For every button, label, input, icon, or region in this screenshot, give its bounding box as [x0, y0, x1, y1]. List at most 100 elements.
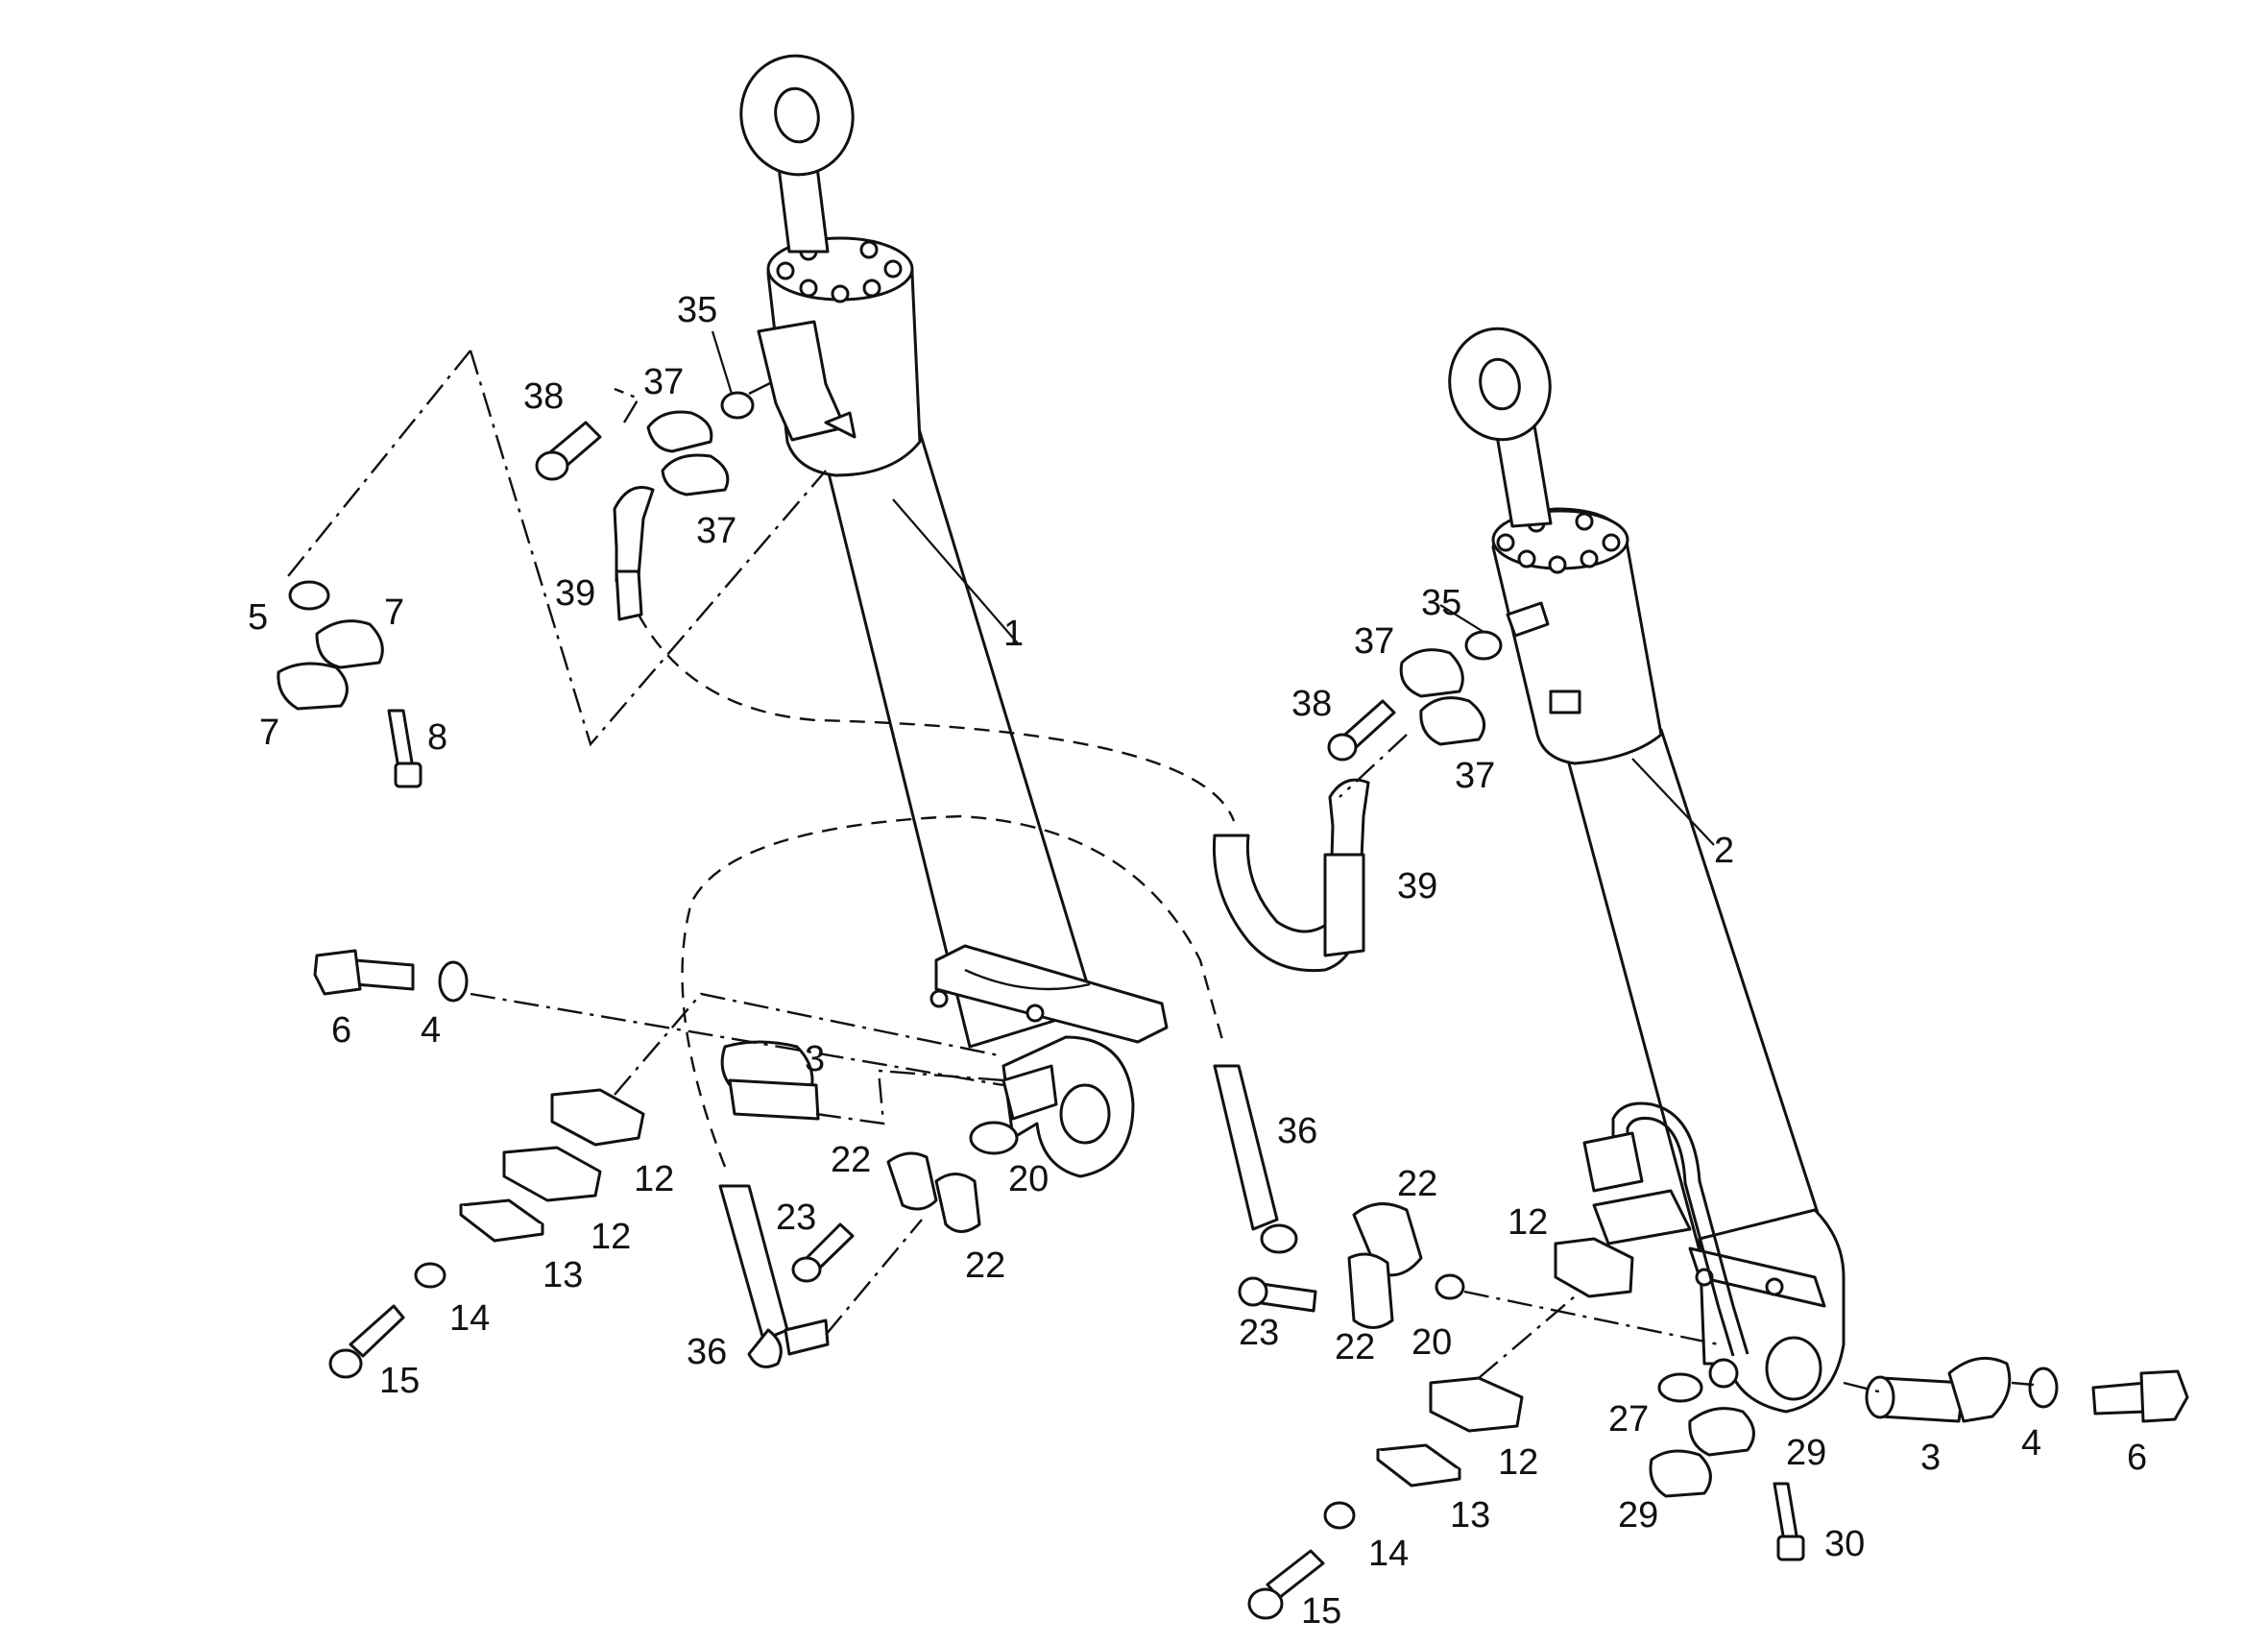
callout-22: 22 — [1335, 1327, 1375, 1367]
callout-35: 35 — [1421, 583, 1461, 623]
hose-36-right — [1213, 1064, 1279, 1231]
plate-13-right-edge — [1376, 1448, 1461, 1488]
flange-half-22-right-b — [1347, 1252, 1394, 1329]
dashdot-line-pin-left — [470, 992, 1004, 1087]
dashdot-line-3-left — [815, 1069, 1004, 1125]
cylinder-2-rigid-pipe — [1611, 1101, 1749, 1355]
bolt-30-head — [1776, 1535, 1805, 1561]
callout-37: 37 — [696, 511, 736, 551]
hose-36-left-nut — [784, 1318, 830, 1356]
pin-3-right-flange — [1947, 1356, 2012, 1423]
leader-1 — [892, 498, 1019, 644]
cylinder-2-pipe-flange — [1582, 1131, 1644, 1193]
cylinder-1-port-bracket — [824, 411, 857, 439]
block-12-right-b — [1429, 1376, 1524, 1433]
flange-half-7-lower — [277, 662, 349, 711]
callout-13: 13 — [1450, 1495, 1490, 1536]
callout-22: 22 — [965, 1246, 1005, 1286]
o-ring-35-left — [720, 391, 755, 420]
cylinder-2-bracket — [1688, 1246, 1826, 1308]
washer-14-left — [414, 1262, 446, 1289]
cylinder-1-clevis-bore — [1059, 1083, 1111, 1145]
callout-39: 39 — [1397, 866, 1437, 907]
cylinder-2-rod-eye-hole — [1479, 357, 1521, 411]
dashdot-line-38 — [614, 387, 640, 423]
dashdot-line-port-left — [469, 350, 827, 747]
washer-4-right — [2028, 1367, 2059, 1409]
callout-37: 37 — [643, 362, 684, 402]
flange-half-37-right-lower — [1419, 696, 1486, 746]
callout-38: 38 — [1291, 684, 1332, 724]
callout-30: 30 — [1824, 1524, 1865, 1564]
cylinder-1-rod-eye-hole — [774, 86, 820, 144]
callout-6: 6 — [331, 1010, 351, 1051]
flange-half-37-upper — [646, 410, 713, 453]
callout-29: 29 — [1618, 1495, 1658, 1536]
block-12-left-a — [550, 1088, 645, 1147]
pin-3-right-end — [1865, 1375, 1895, 1419]
cylinder-1-mounting-bracket — [934, 944, 1169, 1044]
dashdot-line-20-right — [1463, 1290, 1720, 1346]
leader-lines — [711, 330, 1715, 846]
o-ring-35-right — [1464, 630, 1503, 661]
cylinder-2-rigid-pipe-inner — [1626, 1117, 1735, 1357]
bolt-15-right-head — [1247, 1587, 1284, 1620]
hydraulic-cylinder-1 — [739, 54, 1169, 1178]
callout-labels: 1 2 35 38 37 37 39 5 7 7 8 35 37 38 37 3… — [248, 290, 2147, 1632]
cylinder-2-base-bore — [1765, 1336, 1822, 1401]
callout-1: 1 — [1003, 614, 1024, 654]
callout-12: 12 — [1498, 1442, 1538, 1483]
bolt-8-head — [394, 762, 422, 788]
block-12-right-a — [1554, 1237, 1634, 1298]
callout-14: 14 — [1368, 1534, 1409, 1574]
callout-27: 27 — [1608, 1399, 1649, 1439]
cylinder-1-collar — [964, 968, 1091, 991]
washer-4-left — [438, 960, 469, 1003]
flange-half-22-left-b — [934, 1173, 981, 1233]
dashdot-line-35 — [748, 377, 779, 396]
callout-7: 7 — [384, 593, 404, 633]
flange-half-7-upper — [315, 619, 384, 669]
callout-8: 8 — [427, 717, 447, 758]
bolt-23-right-head — [1238, 1276, 1268, 1307]
dashdot-line-12-right — [1478, 1295, 1576, 1379]
callout-15: 15 — [379, 1361, 420, 1401]
callout-22: 22 — [1397, 1164, 1437, 1204]
callout-35: 35 — [677, 290, 717, 330]
callout-12: 12 — [591, 1217, 631, 1257]
cylinder-1-base-port — [1001, 1064, 1058, 1121]
left-hardware — [277, 391, 1019, 1379]
o-ring-20-right — [1435, 1273, 1465, 1300]
cylinder-2-clamp-block — [1592, 1189, 1692, 1246]
callout-23: 23 — [1239, 1313, 1279, 1353]
dashdot-line-12-left — [614, 992, 1004, 1096]
bolt-6-left — [353, 958, 415, 991]
cylinder-2-label-plate — [1549, 689, 1581, 714]
callout-4: 4 — [421, 1010, 441, 1051]
dashdot-line-38-right — [1339, 734, 1408, 798]
leader-2 — [1631, 758, 1715, 846]
block-12-left-b — [502, 1146, 602, 1202]
bolt-6-right-head — [2139, 1369, 2189, 1423]
callout-3: 3 — [805, 1039, 825, 1079]
hose-39-fitting-left — [613, 486, 655, 583]
plate-13-left-edge — [459, 1203, 544, 1243]
callout-36: 36 — [1277, 1111, 1317, 1151]
callout-12: 12 — [634, 1159, 674, 1199]
leader-35b — [1439, 604, 1484, 633]
bolt-23-left-head — [791, 1256, 822, 1283]
callout-20: 20 — [1411, 1322, 1452, 1363]
hose-39-end-left — [615, 569, 643, 621]
assembly-lines — [287, 350, 2035, 1394]
dashdot-line-5 — [287, 350, 471, 577]
callout-39: 39 — [555, 573, 595, 614]
callout-2: 2 — [1714, 831, 1734, 871]
bolt-6-right — [2091, 1381, 2148, 1415]
cylinder-2-bracket-bolt-2 — [1765, 1277, 1784, 1296]
callout-38: 38 — [523, 376, 564, 417]
hose-path-39 — [637, 614, 1236, 822]
callout-4: 4 — [2021, 1423, 2041, 1464]
callout-6: 6 — [2127, 1438, 2147, 1478]
